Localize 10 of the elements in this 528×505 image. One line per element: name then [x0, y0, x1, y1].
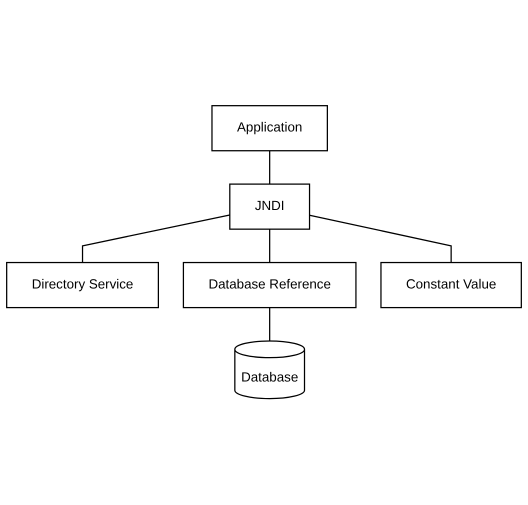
connector — [269, 308, 270, 342]
connector — [269, 151, 270, 184]
node-box: Database Reference — [182, 262, 357, 309]
node-box: Application — [211, 105, 328, 152]
connector — [309, 215, 452, 263]
connector — [82, 214, 230, 263]
node-box: JNDI — [229, 184, 310, 230]
connector — [269, 230, 270, 263]
node-box: Directory Service — [6, 262, 159, 309]
node-box: Constant Value — [380, 262, 522, 309]
